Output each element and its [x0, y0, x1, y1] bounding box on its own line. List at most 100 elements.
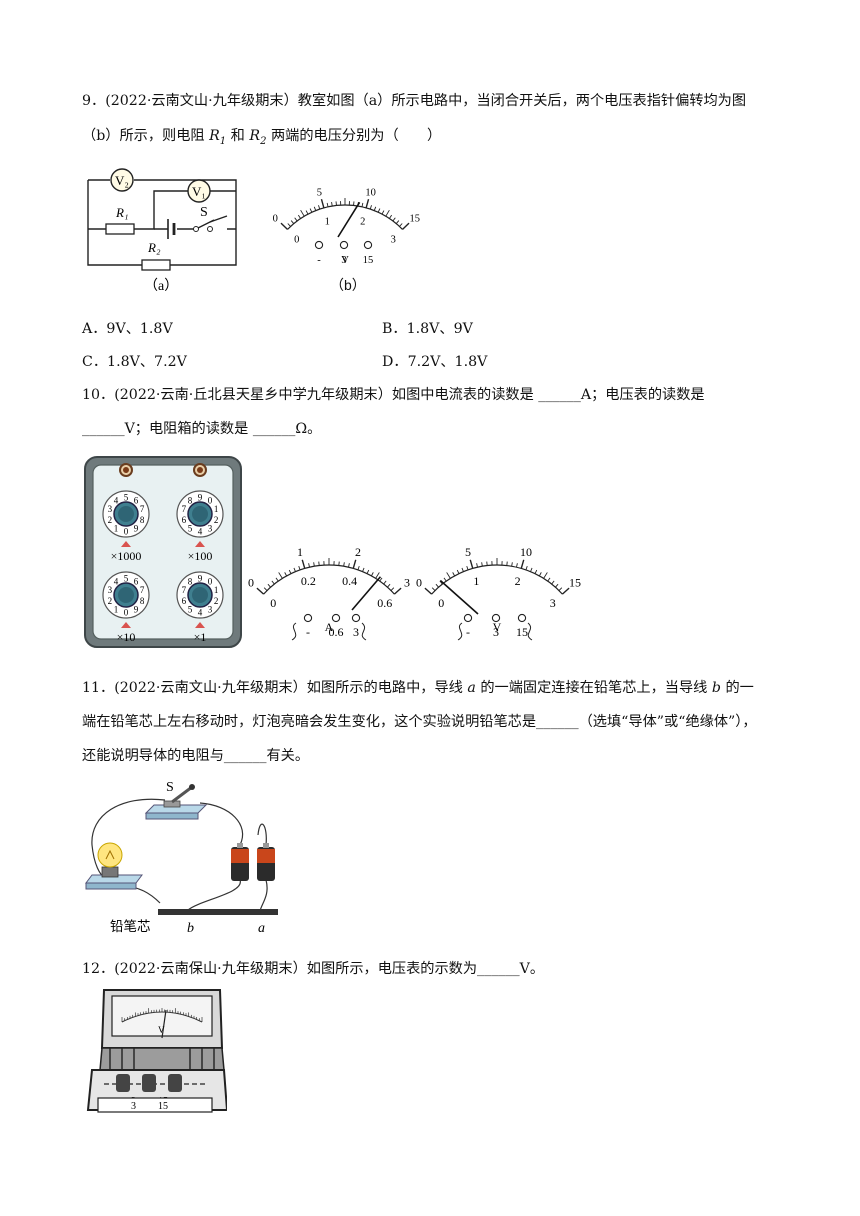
r2-resistor — [141, 259, 171, 271]
terminal — [363, 240, 373, 250]
lead-wire — [457, 622, 463, 641]
dial-digit: 3 — [208, 523, 213, 533]
r2-label: R₂ — [147, 240, 161, 255]
knob[interactable] — [192, 587, 208, 603]
q12-line-1: 12．(2022·云南保山·九年级期末）如图所示，电压表的示数为______V。 — [82, 961, 545, 977]
dial-tick — [361, 202, 364, 207]
dial-tick — [290, 220, 295, 224]
indicator-arrow — [195, 541, 205, 547]
option-a[interactable]: A．9V、1.8V — [82, 321, 173, 337]
light-bulb-icon — [85, 842, 143, 890]
needle — [161, 1009, 167, 1039]
top-scale-label: 3 — [404, 576, 410, 590]
v1-label: V₁ — [192, 184, 206, 199]
dial-digit: 3 — [108, 585, 113, 595]
bottom-scale-label: 3 — [391, 234, 396, 245]
dial-tick — [385, 209, 390, 217]
bottom-scale-label: 0.6 — [377, 596, 392, 610]
dial-tick — [263, 587, 268, 591]
terminal — [491, 613, 501, 623]
dial-tick — [525, 565, 528, 571]
dial-tick — [395, 220, 400, 224]
dial-digit: 4 — [114, 496, 119, 506]
terminal-label: 3 — [353, 625, 359, 639]
dial-digit: 5 — [124, 574, 129, 584]
top-scale-label: 15 — [569, 576, 581, 590]
dial-tick — [424, 587, 433, 595]
dial-tick — [392, 217, 396, 222]
dial-digit: 1 — [214, 504, 219, 514]
multiplier-label: ×1000 — [111, 549, 142, 563]
dial-tick — [326, 202, 329, 207]
dial-tick — [387, 583, 391, 588]
q12-voltmeter-photo: V 3 15 3 15 — [86, 989, 227, 1113]
dial-tick — [373, 206, 377, 211]
dial-tick — [452, 572, 456, 577]
wire — [91, 798, 166, 879]
top-scale-label: 0 — [273, 214, 278, 225]
dial-tick — [443, 577, 447, 582]
dial-tick — [275, 577, 279, 582]
terminal — [351, 613, 361, 623]
dial-tick — [481, 562, 483, 567]
dial-digit: 7 — [182, 504, 187, 514]
dial-arc — [431, 564, 563, 595]
lead-wire — [361, 622, 367, 641]
dial-tick — [256, 587, 265, 595]
q10-line-1: 10．(2022·云南·丘北县天星乡中学九年级期末）如图中电流表的读数是 ___… — [82, 387, 705, 403]
dial-arc — [263, 564, 395, 595]
dial-tick — [348, 563, 350, 568]
terminal-3-label: 3 — [131, 1101, 136, 1112]
point-b-label: b — [187, 921, 194, 936]
wire — [257, 823, 267, 846]
terminal-label: - — [306, 625, 310, 639]
dial-tick — [446, 572, 451, 579]
dial-tick — [267, 583, 271, 588]
dial-tick — [389, 214, 393, 219]
dial-digit: 0 — [124, 608, 129, 618]
bottom-scale-label: 0 — [438, 596, 444, 610]
dial-tick — [558, 587, 563, 591]
voltmeter-v2-symbol: V₂ — [110, 168, 134, 192]
option-d[interactable]: D．7.2V、1.8V — [382, 354, 488, 370]
dial-tick — [431, 587, 436, 591]
unit-label: A — [325, 620, 334, 634]
dial-digit: 2 — [214, 515, 219, 525]
terminal-knobs — [116, 1074, 182, 1092]
point-a-label: a — [258, 921, 265, 936]
dial-digit: 9 — [134, 523, 139, 533]
q9-line-2: （b）所示，则电阻 R1 和 R2 两端的电压分别为（ ） — [82, 125, 441, 147]
knob[interactable] — [118, 587, 134, 603]
dial-tick — [308, 563, 310, 568]
dial-tick — [456, 569, 460, 574]
dial-tick — [555, 583, 559, 588]
bottom-scale-label: 3 — [550, 596, 556, 610]
knob[interactable] — [118, 506, 134, 522]
switch-contact — [207, 226, 213, 232]
bottom-scale-label: 0.2 — [301, 574, 316, 588]
dial-digit: 9 — [198, 493, 203, 503]
q11-pencil-lead-circuit: S 铅笔芯 b a — [85, 780, 278, 936]
option-c[interactable]: C．1.8V、7.2V — [82, 354, 187, 370]
dial-digit: 5 — [188, 523, 193, 533]
dial-digit: 6 — [182, 515, 187, 525]
top-scale-label: 0 — [248, 576, 254, 590]
option-b[interactable]: B．1.8V、9V — [382, 321, 473, 337]
dial-digit: 4 — [198, 608, 203, 618]
needle — [351, 576, 382, 611]
bottom-scale-label: 0.4 — [342, 574, 357, 588]
top-scale-label: 1 — [297, 545, 303, 559]
q11-text: 的一 — [720, 680, 754, 696]
dial-tick — [538, 572, 542, 577]
dial-digit: 4 — [198, 527, 203, 537]
lead-wire — [291, 622, 297, 641]
dial-tick — [435, 583, 439, 588]
top-scale-label: 15 — [410, 214, 421, 225]
dial-tick — [357, 565, 360, 571]
dial-tick — [469, 559, 474, 569]
knob[interactable] — [192, 506, 208, 522]
dial-digit: 1 — [114, 604, 119, 614]
indicator-arrow — [195, 622, 205, 628]
dial-digit: 6 — [134, 577, 139, 587]
